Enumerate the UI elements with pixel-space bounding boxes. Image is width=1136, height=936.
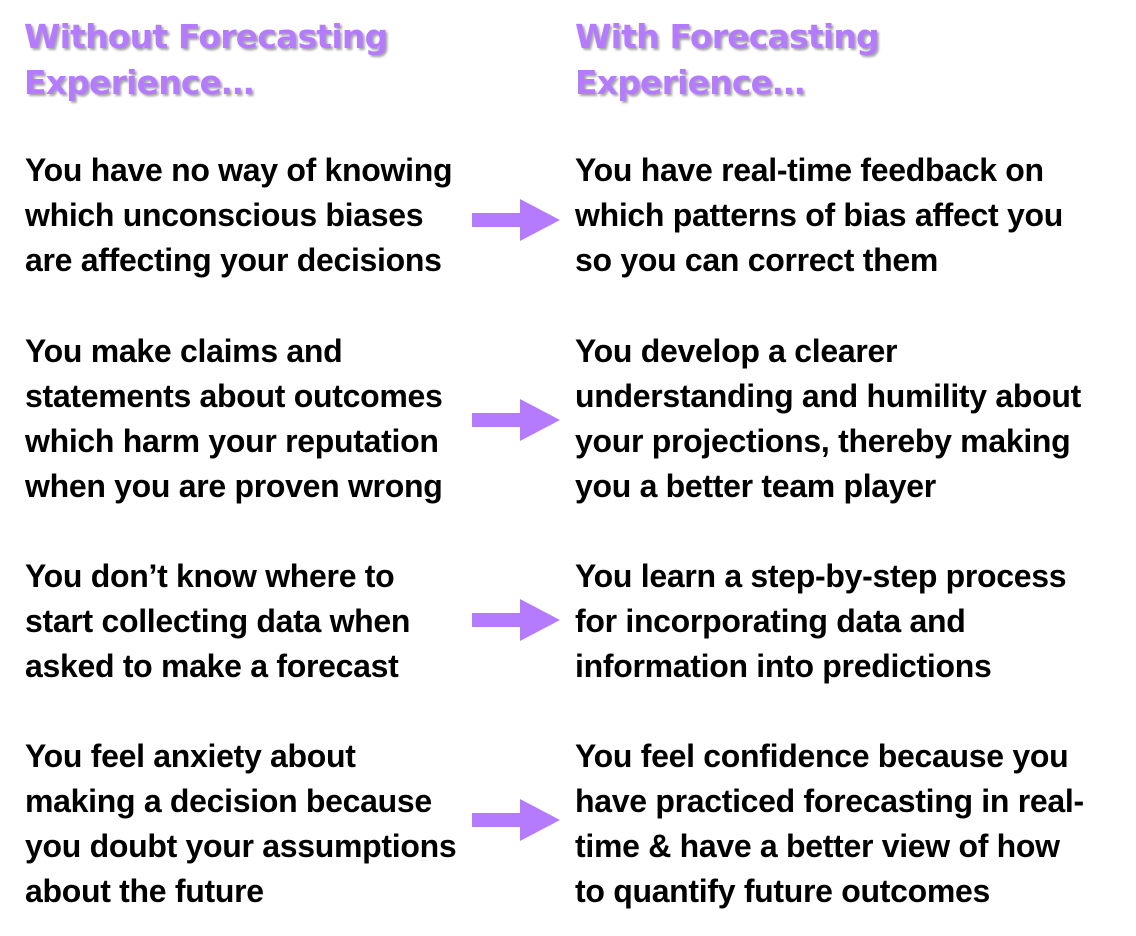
without-item-4: You feel anxiety about making a decision… [25, 734, 475, 914]
text-line: asked to make a forecast [25, 648, 399, 684]
text-line: statements about outcomes [25, 378, 443, 414]
arrow-right-icon [472, 399, 560, 441]
text-line: information into predictions [575, 648, 992, 684]
text-line: You have real-time feedback on [575, 152, 1044, 188]
arrow-right-icon [472, 199, 560, 241]
text-line: which harm your reputation [25, 423, 439, 459]
text-line: which patterns of bias affect you [575, 197, 1063, 233]
heading-line: With Forecasting [575, 17, 880, 56]
text-line: You develop a clearer [575, 333, 898, 369]
text-line: are affecting your decisions [25, 242, 442, 278]
text-line: your projections, thereby making [575, 423, 1071, 459]
without-item-3: You don’t know where to start collecting… [25, 554, 475, 689]
text-line: so you can correct them [575, 242, 938, 278]
text-line: when you are proven wrong [25, 468, 443, 504]
text-line: You have no way of knowing [25, 152, 453, 188]
text-line: understanding and humility about [575, 378, 1081, 414]
arrow-right-icon [472, 799, 560, 841]
heading-line: Without Forecasting [24, 17, 388, 56]
text-line: you a better team player [575, 468, 936, 504]
text-line: have practiced forecasting in real- [575, 783, 1084, 819]
text-line: start collecting data when [25, 603, 411, 639]
with-item-3: You learn a step-by-step process for inc… [575, 554, 1115, 689]
arrow-right-icon [472, 599, 560, 641]
text-line: making a decision because [25, 783, 432, 819]
with-item-2: You develop a clearer understanding and … [575, 329, 1115, 509]
heading-line: Experience… [575, 63, 805, 102]
text-line: which unconscious biases [25, 197, 424, 233]
text-line: You make claims and [25, 333, 343, 369]
without-forecasting-heading: Without Forecasting Experience… [24, 14, 444, 106]
text-line: You learn a step-by-step process [575, 558, 1067, 594]
text-line: time & have a better view of how [575, 828, 1060, 864]
text-line: you doubt your assumptions [25, 828, 457, 864]
text-line: You feel confidence because you [575, 738, 1069, 774]
with-item-1: You have real-time feedback on which pat… [575, 148, 1115, 283]
with-forecasting-heading: With Forecasting Experience… [575, 14, 995, 106]
text-line: You don’t know where to [25, 558, 395, 594]
without-item-1: You have no way of knowing which unconsc… [25, 148, 475, 283]
text-line: about the future [25, 873, 264, 909]
text-line: for incorporating data and [575, 603, 966, 639]
text-line: to quantify future outcomes [575, 873, 991, 909]
heading-line: Experience… [24, 63, 254, 102]
without-item-2: You make claims and statements about out… [25, 329, 475, 509]
with-item-4: You feel confidence because you have pra… [575, 734, 1115, 914]
text-line: You feel anxiety about [25, 738, 356, 774]
